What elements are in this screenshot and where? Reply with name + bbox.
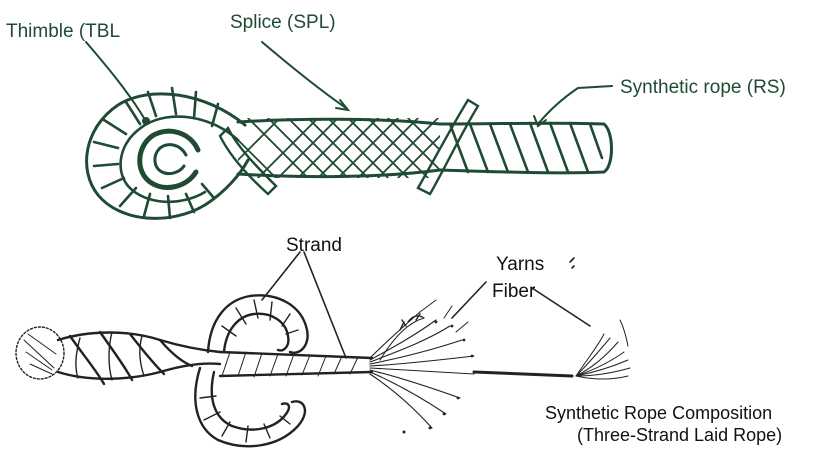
stray-dot [403,431,406,434]
yarns-fan [370,300,474,429]
synthetic-rope-body [440,123,612,173]
rope-composition-figure [16,252,630,446]
label-thimble: Thimble (TBL [6,22,120,41]
fiber-fan [576,320,630,379]
rope-eye [87,88,248,218]
label-synthetic-rope: Synthetic rope (RS) [620,78,786,97]
rope-end-tuft [16,327,64,379]
label-splice: Splice (SPL) [230,13,336,32]
caption-line-2: (Three-Strand Laid Rope) [577,426,782,444]
thimble [140,117,198,187]
leader-lines-top [86,42,612,126]
stray-mark [570,258,574,268]
strand-upper [208,295,308,352]
strand-core [220,352,372,377]
label-fiber: Fiber [492,282,535,301]
caption-line-1: Synthetic Rope Composition [545,404,772,422]
strand-lower [195,368,305,446]
laid-rope-body [58,332,220,384]
eye-splice-figure [86,42,612,218]
splice [220,100,478,194]
label-yarns: Yarns [496,255,544,274]
single-yarn [474,372,572,376]
label-strand: Strand [286,236,342,255]
